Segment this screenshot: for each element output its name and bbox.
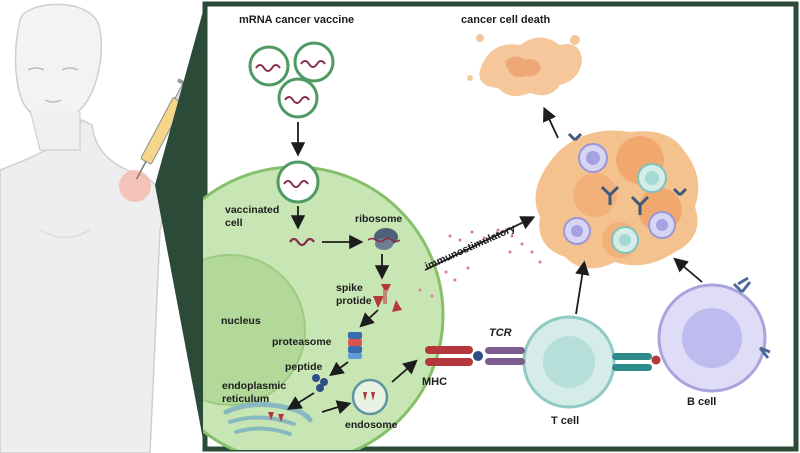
label-t-cell: T cell bbox=[551, 415, 579, 427]
nucleus bbox=[203, 254, 306, 406]
mrna-strand bbox=[289, 237, 315, 247]
lipid-nanoparticle bbox=[293, 41, 335, 83]
label-reticulum: reticulum bbox=[222, 393, 269, 405]
cytokine-dots bbox=[418, 228, 542, 298]
label-mhc: MHC bbox=[422, 376, 447, 388]
lipid-nanoparticle bbox=[248, 45, 290, 87]
endosome-icon bbox=[351, 378, 389, 416]
mhc-tcr-complex bbox=[425, 346, 525, 366]
human-figure bbox=[0, 3, 164, 453]
label-cancer-cell-death: cancer cell death bbox=[461, 14, 551, 26]
label-protide: protide bbox=[336, 295, 372, 307]
peptide-icon bbox=[312, 374, 328, 392]
label-tcr: TCR bbox=[489, 327, 512, 339]
injection-site bbox=[119, 170, 151, 202]
label-proteasome: proteasome bbox=[272, 336, 332, 348]
mrna-vaccine-particles bbox=[248, 41, 335, 204]
dead-cancer-cells bbox=[467, 34, 582, 97]
antibody-icon bbox=[567, 132, 688, 215]
ribosome-icon bbox=[367, 228, 401, 250]
label-ribosome: ribosome bbox=[355, 213, 402, 225]
label-endosome: endosome bbox=[345, 419, 398, 431]
label-spike: spike bbox=[336, 282, 363, 294]
immune-cell-t bbox=[611, 226, 639, 254]
immune-cell-b bbox=[648, 211, 676, 239]
endoplasmic-reticulum-icon bbox=[223, 401, 313, 436]
lipid-nanoparticle bbox=[277, 77, 319, 119]
proteasome-icon bbox=[348, 332, 362, 359]
t-cell bbox=[522, 315, 616, 409]
b-cell bbox=[657, 283, 767, 393]
label-peptide: peptide bbox=[285, 361, 322, 373]
label-nucleus: nucleus bbox=[221, 315, 261, 327]
label-mrna-vaccine: mRNA cancer vaccine bbox=[239, 14, 354, 26]
pathway-arrows bbox=[286, 106, 703, 415]
immune-cell-b bbox=[578, 143, 608, 173]
lipid-nanoparticle bbox=[276, 160, 320, 204]
label-cell: cell bbox=[225, 217, 243, 229]
immune-cell-b bbox=[563, 217, 591, 245]
label-endoplasmic: endoplasmic bbox=[222, 380, 286, 392]
spike-protein-icon bbox=[373, 284, 402, 312]
zoom-wedge bbox=[155, 4, 205, 450]
b-cell-receptor-icon bbox=[732, 276, 771, 359]
immune-cell-t bbox=[637, 163, 667, 193]
label-vaccinated: vaccinated bbox=[225, 204, 279, 216]
tcell-bcell-interaction bbox=[612, 353, 661, 371]
label-b-cell: B cell bbox=[687, 396, 716, 408]
